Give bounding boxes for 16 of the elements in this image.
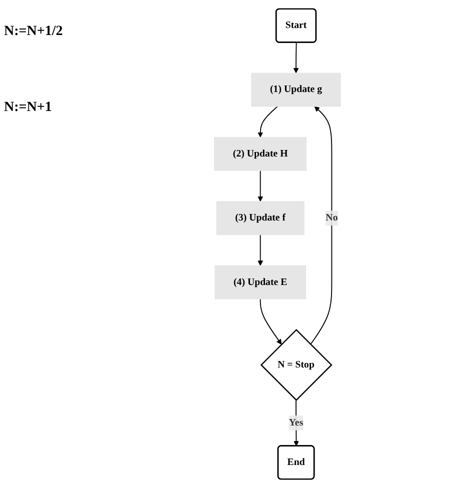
arrow	[258, 106, 278, 138]
arrow	[258, 170, 264, 202]
edge-label: Yes	[288, 417, 304, 428]
node-box: (2) Update H	[214, 137, 307, 171]
note-label: N:=N+1	[4, 100, 53, 116]
arrow	[310, 106, 332, 345]
note-label: N:=N+1/2	[4, 24, 64, 40]
arrow	[258, 234, 264, 266]
node-box: (3) Update f	[216, 201, 304, 236]
arrow	[260, 298, 282, 345]
node-diamond: N = Stop	[260, 328, 332, 401]
arrow	[293, 42, 299, 74]
edge-label: No	[326, 212, 338, 224]
node-box: (1) Update g	[251, 72, 341, 107]
arrow	[294, 400, 299, 446]
node-box: (4) Update E	[214, 265, 306, 300]
